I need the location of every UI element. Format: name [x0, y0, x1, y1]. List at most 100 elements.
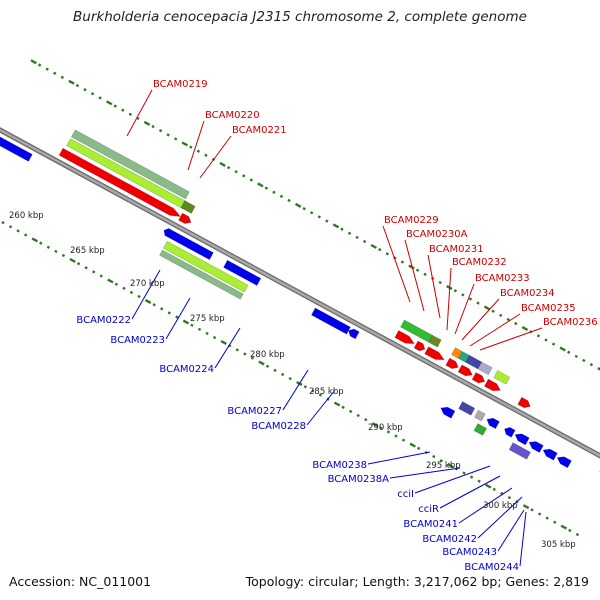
- reverse-bcam0241-label: BCAM0241: [403, 519, 458, 530]
- forward-bcam0233-label: BCAM0233: [475, 273, 530, 284]
- outer-tick: [582, 358, 586, 363]
- reverse-bcam0227-label: BCAM0227: [227, 406, 282, 417]
- accession-label: Accession:: [9, 574, 76, 589]
- gene-bcam0224: [311, 307, 351, 335]
- tick-marks: [0, 59, 600, 537]
- forward-bcam0231-label: BCAM0231: [429, 244, 484, 255]
- forward-bcam0220-label: BCAM0220: [205, 110, 260, 121]
- inner-tick: [507, 495, 512, 500]
- outer-tick: [355, 235, 359, 240]
- gene-bcam0223: [223, 259, 262, 286]
- inner-tick: [447, 463, 454, 469]
- outer-tick: [143, 120, 151, 126]
- inner-tick: [371, 422, 379, 428]
- outer-tick: [234, 170, 238, 174]
- inner-tick: [341, 405, 345, 409]
- reverse-bcam0242-label: BCAM0242: [422, 534, 477, 545]
- gene-bcam0219: [58, 147, 182, 218]
- forward-bcam0232-leader: [446, 267, 452, 331]
- inner-tick: [167, 311, 171, 315]
- inner-tick: [575, 532, 580, 537]
- reverse-ccii-label: cciI: [397, 489, 414, 500]
- gene-bcam0238: [458, 401, 476, 416]
- inner-tick: [205, 331, 209, 336]
- outer-tick: [174, 137, 178, 141]
- reverse-ccir-label: cciR: [418, 504, 439, 515]
- inner-tick: [16, 229, 20, 233]
- inner-tick: [560, 524, 568, 530]
- rna-feature: [428, 334, 442, 348]
- forward-bcam0229-label: BCAM0229: [384, 215, 439, 226]
- inner-tick: [235, 348, 239, 352]
- gene-bcam0230a: [413, 340, 426, 352]
- inner-tick: [129, 290, 134, 295]
- inner-tick: [243, 352, 247, 356]
- outer-tick: [385, 252, 389, 256]
- inner-tick: [212, 335, 217, 340]
- outer-tick: [370, 243, 377, 249]
- inner-tick: [175, 315, 179, 319]
- scale-label-285-kbp: 285 kbp: [309, 387, 344, 397]
- outer-tick: [476, 301, 480, 305]
- outer-tick: [408, 264, 415, 270]
- inner-tick: [553, 520, 557, 524]
- outer-tick: [597, 367, 600, 371]
- outer-tick: [158, 129, 163, 133]
- inner-tick: [379, 426, 383, 430]
- gene-reverse: [0, 136, 33, 162]
- outer-tick: [499, 313, 503, 318]
- reverse-bcam0238-leader: [367, 451, 431, 465]
- inner-tick: [386, 430, 391, 434]
- forward-bcam0236-label: BCAM0236: [543, 317, 598, 328]
- gene-reverse: [440, 406, 456, 419]
- rna-feature: [180, 200, 196, 214]
- inner-tick: [99, 274, 103, 278]
- outer-tick: [302, 207, 306, 211]
- gene-reverse: [163, 228, 174, 239]
- inner-tick: [137, 294, 141, 299]
- gene-bcam0238a: [486, 417, 500, 430]
- forward-bcam0221-leader: [199, 135, 232, 179]
- reverse-bcam0227-leader: [282, 369, 309, 411]
- outer-tick: [483, 305, 491, 311]
- outer-tick: [113, 104, 117, 108]
- inner-tick: [84, 266, 88, 270]
- forward-bcam0233-leader: [454, 283, 475, 335]
- reverse-ccii-leader: [414, 465, 491, 494]
- scale-label-305-kbp: 305 kbp: [541, 540, 576, 550]
- label-leaders: [126, 89, 543, 567]
- outer-tick: [90, 92, 95, 96]
- outer-tick: [189, 145, 193, 149]
- genome-summary: Topology: circular; Length: 3,217,062 bp…: [245, 574, 589, 589]
- forward-bcam0232-label: BCAM0232: [452, 257, 507, 268]
- accession-value: NC_011001: [79, 574, 152, 589]
- gene-features: [0, 129, 600, 473]
- outer-tick: [226, 165, 231, 170]
- inner-tick: [152, 303, 156, 307]
- inner-tick: [348, 409, 353, 414]
- outer-tick: [37, 63, 42, 67]
- outer-tick: [362, 239, 367, 244]
- outer-tick: [317, 215, 321, 219]
- gene-bcam0229: [394, 330, 415, 344]
- outer-tick: [151, 124, 155, 129]
- inner-tick: [432, 454, 436, 459]
- inner-tick: [122, 286, 126, 290]
- inner-tick: [492, 487, 496, 492]
- outer-tick: [468, 297, 473, 301]
- scale-label-280-kbp: 280 kbp: [250, 350, 285, 360]
- inner-tick: [197, 327, 202, 332]
- outer-tick: [423, 272, 427, 276]
- outer-tick: [60, 75, 64, 80]
- scale-label-275-kbp: 275 kbp: [190, 314, 225, 324]
- forward-bcam0234-label: BCAM0234: [500, 288, 555, 299]
- reverse-bcam0223-leader: [165, 297, 191, 340]
- outer-tick: [121, 108, 125, 112]
- inner-tick: [8, 225, 13, 229]
- outer-tick: [204, 153, 208, 157]
- outer-tick: [378, 248, 382, 252]
- outer-tick: [400, 260, 405, 264]
- outer-tick: [567, 350, 571, 354]
- forward-bcam0230a-leader: [404, 239, 425, 312]
